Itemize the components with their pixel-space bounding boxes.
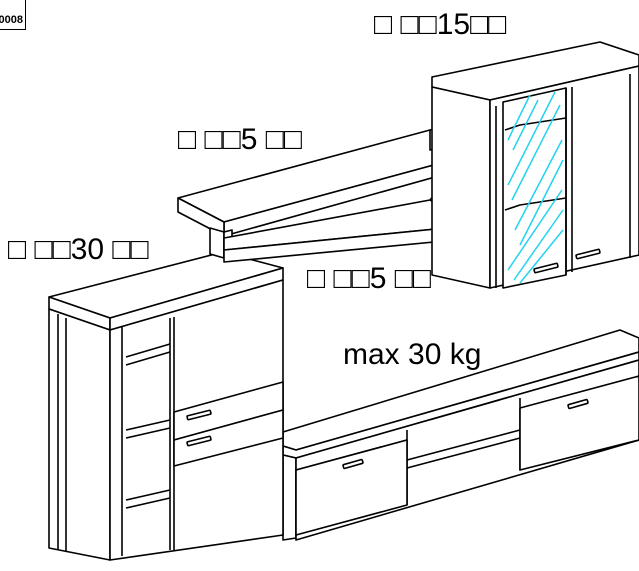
corner-code: 0008 xyxy=(0,14,23,26)
top-cabinet-load-label: □ □□15□□ xyxy=(374,8,507,41)
middle-load-label: □ □□5 □□ xyxy=(307,262,431,295)
lowboard-load-label: max 30 kg xyxy=(343,338,482,371)
glass-reflections xyxy=(507,91,564,284)
left-cabinet-load-label: □ □□30 □□ xyxy=(8,233,149,266)
wall-cabinet xyxy=(431,41,639,289)
left-cabinet xyxy=(48,251,284,561)
wall-shelf xyxy=(177,127,479,263)
shelf-load-label: □ □□5 □□ xyxy=(178,123,302,156)
lowboard xyxy=(282,329,639,541)
corner-code-box: 0008 xyxy=(0,0,26,30)
